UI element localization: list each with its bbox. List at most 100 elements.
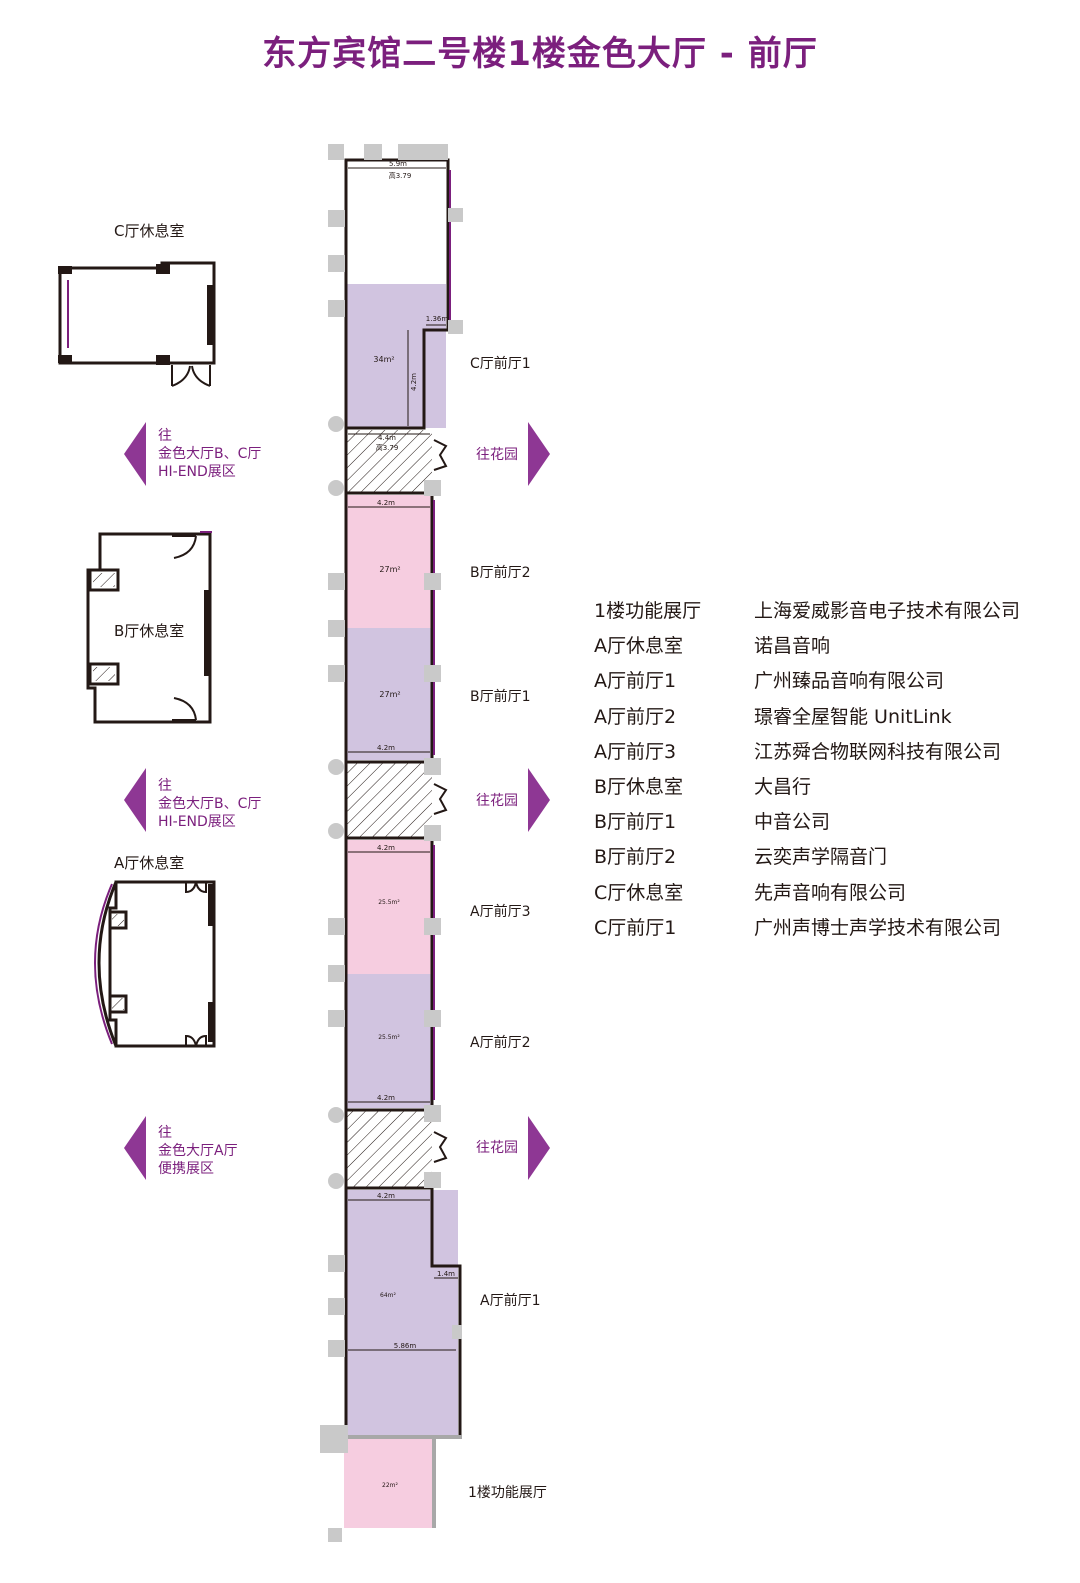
- to-a-line2: 便携展区: [158, 1161, 214, 1177]
- area-a-front3: 25.5m²: [378, 899, 400, 906]
- area-b-front2: 27m²: [379, 565, 400, 574]
- c-lounge-label: C厅休息室: [114, 222, 184, 240]
- legend-row: B厅前厅1 中音公司: [594, 803, 1064, 838]
- page-title: 东方宾馆二号楼1楼金色大厅 - 前厅: [262, 34, 818, 74]
- dim-corridor1-height: 高3.79: [376, 443, 399, 452]
- to-a-prefix: 往: [158, 1125, 172, 1141]
- dim-a2-bottom: 4.2m: [377, 1094, 395, 1102]
- dim-b1-bottom: 4.2m: [377, 744, 395, 752]
- to-bc-hall-arrow[interactable]: 往 金色大厅B、C厅 HI-END展区: [124, 768, 261, 832]
- legend-area-name: A厅前厅2: [594, 705, 677, 728]
- door-icon: [185, 1034, 207, 1047]
- room-label-a-front2: A厅前厅2: [470, 1034, 530, 1051]
- door-icon: [171, 365, 211, 387]
- door-icon: [433, 439, 448, 1163]
- dim-c-notch: 1.36m: [426, 315, 449, 323]
- legend-area-name: A厅前厅3: [594, 740, 677, 763]
- to-bc-hall-arrow[interactable]: 往 金色大厅B、C厅 HI-END展区: [124, 422, 261, 486]
- legend-row: A厅休息室 诺昌音响: [594, 627, 1064, 662]
- legend-area-name: A厅休息室: [594, 635, 683, 658]
- legend-exhibitor-name: 璟睿全屋智能 UnitLink: [754, 705, 952, 728]
- a-lounge-plan: A厅休息室: [94, 854, 216, 1048]
- legend-area-name: 1楼功能展厅: [594, 600, 702, 623]
- legend-exhibitor-name: 先声音响有限公司: [754, 881, 907, 904]
- dim-top-width: 5.9m: [389, 160, 407, 168]
- to-a-hall-arrow[interactable]: 往 金色大厅A厅 便携展区: [124, 1116, 238, 1180]
- room-label-b-front1: B厅前厅1: [470, 688, 531, 705]
- legend-row: A厅前厅3 江苏舜合物联网科技有限公司: [594, 733, 1064, 768]
- legend-row: B厅休息室 大昌行: [594, 768, 1064, 803]
- dim-top-height: 高3.79: [389, 171, 412, 180]
- area-func-hall: 22m²: [382, 1482, 398, 1489]
- legend-exhibitor-name: 广州声博士声学技术有限公司: [754, 916, 1002, 939]
- to-bc-line2: HI-END展区: [158, 814, 236, 830]
- to-bc-prefix: 往: [158, 778, 172, 794]
- dim-corridor1-width: 4.4m: [378, 434, 396, 442]
- legend-area-name: B厅前厅2: [594, 846, 677, 869]
- dim-a3-top: 4.2m: [377, 844, 395, 852]
- to-bc-prefix: 往: [158, 428, 172, 444]
- door-icon: [172, 697, 197, 721]
- dim-b2-top: 4.2m: [377, 499, 395, 507]
- dim-a1-notch: 1.4m: [437, 1270, 455, 1278]
- b-lounge-plan: B厅休息室: [86, 531, 212, 724]
- corridor-hatch-1: [346, 430, 432, 493]
- legend-row: 1楼功能展厅 上海爱威影音电子技术有限公司: [594, 592, 1064, 627]
- c-front1-fill: [346, 284, 446, 428]
- b-front1-fill: [346, 628, 432, 760]
- to-bc-line2: HI-END展区: [158, 464, 236, 480]
- area-a-front2: 25.5m²: [378, 1034, 400, 1041]
- legend-exhibitor-name: 诺昌音响: [754, 635, 831, 658]
- corridor-hatch-3: [346, 1110, 432, 1188]
- to-bc-line1: 金色大厅B、C厅: [158, 445, 261, 462]
- a-lounge-label: A厅休息室: [114, 854, 184, 872]
- legend-exhibitor-name: 云奕声学隔音门: [754, 846, 888, 869]
- dim-c-depth: 4.2m: [410, 373, 418, 391]
- legend-row: A厅前厅1 广州臻品音响有限公司: [594, 662, 1064, 697]
- dimension-lines: [348, 167, 458, 1351]
- legend-area-name: C厅休息室: [594, 881, 684, 904]
- legend-exhibitor-name: 大昌行: [754, 776, 812, 799]
- c-lounge-plan: C厅休息室: [58, 222, 216, 387]
- door-icon: [185, 881, 207, 894]
- b-front2-fill: [346, 495, 432, 628]
- legend-area-name: A厅前厅1: [594, 670, 677, 693]
- corridor-hatch-2: [346, 762, 432, 838]
- columns: [320, 144, 463, 1542]
- b-lounge-label: B厅休息室: [114, 622, 184, 640]
- legend-area-name: C厅前厅1: [594, 916, 677, 939]
- exhibitor-legend: 1楼功能展厅 上海爱威影音电子技术有限公司 A厅休息室 诺昌音响 A厅前厅1 广州臻品音响…: [594, 592, 1064, 944]
- area-b-front1: 27m²: [379, 690, 400, 699]
- door-icon: [172, 535, 197, 559]
- legend-row: B厅前厅2 云奕声学隔音门: [594, 838, 1064, 873]
- a-front3-fill: [346, 840, 432, 974]
- to-garden-arrow[interactable]: 往花园: [476, 422, 550, 486]
- legend-area-name: B厅前厅1: [594, 811, 677, 834]
- legend-row: C厅休息室 先声音响有限公司: [594, 874, 1064, 909]
- to-a-line1: 金色大厅A厅: [158, 1142, 238, 1159]
- accent-lines: [433, 170, 451, 1100]
- room-label-b-front2: B厅前厅2: [470, 564, 531, 581]
- area-a-front1: 64m²: [380, 1292, 396, 1299]
- room-label-c-front1: C厅前厅1: [470, 355, 531, 372]
- legend-area-name: B厅休息室: [594, 776, 684, 799]
- to-garden-arrow[interactable]: 往花园: [476, 768, 550, 832]
- func-hall-fill: [344, 1438, 432, 1528]
- to-garden-label: 往花园: [476, 793, 518, 809]
- dim-a1-width: 5.86m: [394, 1342, 417, 1350]
- legend-exhibitor-name: 上海爱威影音电子技术有限公司: [754, 600, 1021, 623]
- to-garden-arrow[interactable]: 往花园: [476, 1116, 550, 1180]
- to-garden-label: 往花园: [476, 1140, 518, 1156]
- to-bc-line1: 金色大厅B、C厅: [158, 795, 261, 812]
- a-front2-fill: [346, 974, 432, 1108]
- to-garden-label: 往花园: [476, 447, 518, 463]
- room-label-a-front1: A厅前厅1: [480, 1292, 540, 1309]
- legend-exhibitor-name: 中音公司: [754, 811, 831, 834]
- dim-a1-top: 4.2m: [377, 1192, 395, 1200]
- legend-exhibitor-name: 江苏舜合物联网科技有限公司: [754, 740, 1002, 763]
- legend-exhibitor-name: 广州臻品音响有限公司: [754, 670, 945, 693]
- area-c-front1: 34m²: [373, 355, 394, 364]
- a-front1-fill: [346, 1190, 458, 1436]
- legend-row: C厅前厅1 广州声博士声学技术有限公司: [594, 909, 1064, 944]
